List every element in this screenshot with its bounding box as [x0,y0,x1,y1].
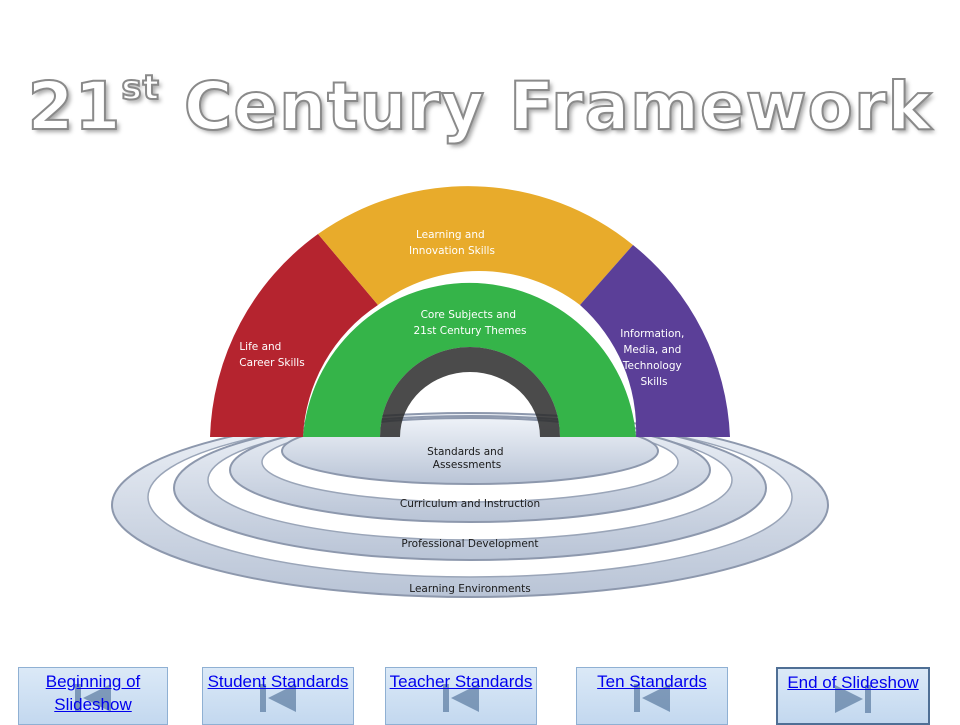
nav-end-of-slideshow-button[interactable]: End of Slideshow [776,667,930,725]
nav-label[interactable]: Teacher Standards [389,672,533,691]
slide-title: 21st Century Framework [0,48,960,147]
label-curriculum-instruction: Curriculum and Instruction [400,498,540,510]
label-professional-development: Professional Development [401,538,538,550]
skip-to-start-icon [443,684,479,712]
title-number: 21 [27,67,122,146]
outer-arch [210,186,730,437]
nav-label[interactable]: End of Slideshow [787,673,919,692]
nav-beginning-of-slideshow-button[interactable]: Beginning of Slideshow [18,667,168,725]
arch-segment-life-career [210,234,378,437]
skip-to-start-icon [260,684,296,712]
label-core-subjects: Core Subjects and 21st Century Themes [413,309,526,337]
title-superscript: st [120,67,160,109]
arch-segment-information-media [580,245,730,437]
nav-label[interactable]: Student Standards [207,672,349,691]
skip-to-start-icon [634,684,670,712]
skip-to-end-icon [835,685,871,713]
nav-label[interactable]: Ten Standards [597,672,707,691]
arch-opening [380,347,560,437]
nav-student-standards-button[interactable]: Student Standards [202,667,354,725]
arch-segment-learning-innovation [318,186,633,305]
label-information-media: Information, Media, and Technology Skill… [620,328,687,388]
nav-label[interactable]: Beginning of Slideshow [45,672,141,714]
nav-ten-standards-button[interactable]: Ten Standards [576,667,728,725]
inner-arch-core-subjects [303,282,636,437]
label-standards-assessments: Standards and Assessments [427,446,507,471]
skip-to-start-icon [75,684,111,712]
rings [111,412,829,598]
label-life-career: Life and Career Skills [239,341,304,369]
title-text: Century Framework [159,67,933,146]
label-learning-environments: Learning Environments [409,583,530,595]
nav-teacher-standards-button[interactable]: Teacher Standards [385,667,537,725]
label-learning-innovation: Learning and Innovation Skills [409,229,495,257]
